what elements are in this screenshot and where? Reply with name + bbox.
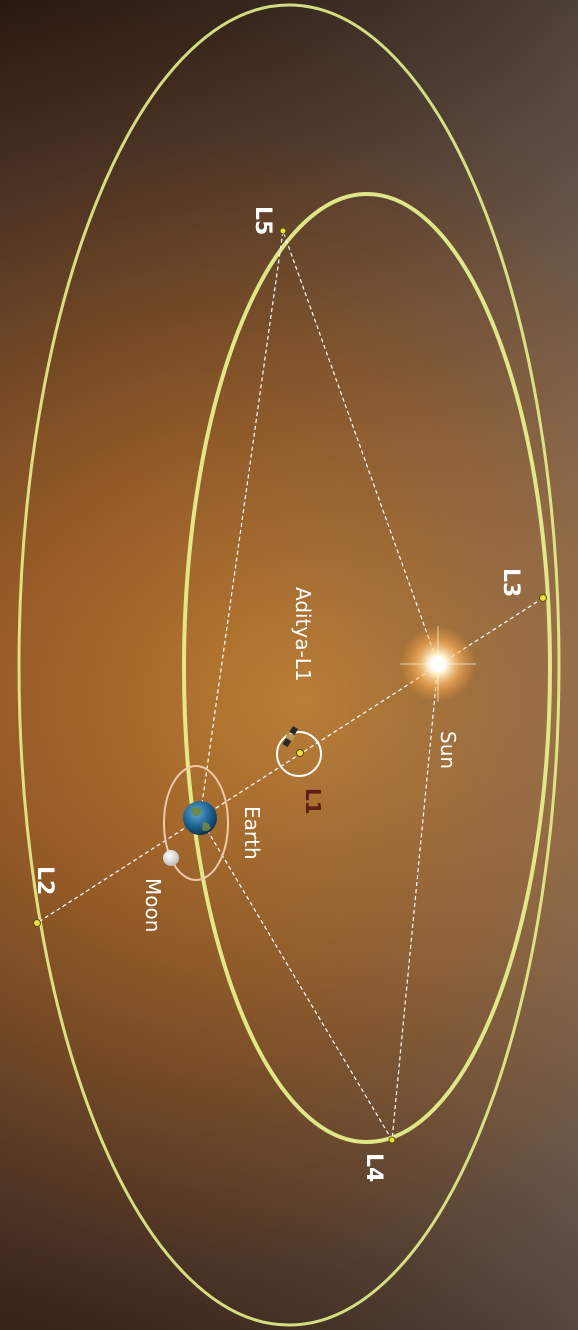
sun bbox=[400, 626, 476, 702]
l2-marker bbox=[33, 919, 41, 927]
spacecraft-label: Aditya-L1 bbox=[291, 587, 315, 682]
l5-triangle bbox=[199, 230, 439, 819]
earth-label: Earth bbox=[240, 806, 264, 860]
moon-label: Moon bbox=[141, 878, 165, 932]
sun-label: Sun bbox=[436, 731, 460, 769]
l1-halo-orbit bbox=[276, 731, 322, 777]
aditya-l1-spacecraft bbox=[282, 725, 299, 748]
l4-label: L4 bbox=[361, 1153, 386, 1182]
moon-orbit bbox=[163, 765, 229, 881]
l5-marker bbox=[279, 227, 287, 235]
l4-marker bbox=[388, 1136, 396, 1144]
earth bbox=[183, 801, 217, 835]
l2-label: L2 bbox=[32, 866, 57, 895]
l5-label: L5 bbox=[250, 206, 275, 235]
l3-marker bbox=[539, 594, 547, 602]
l3-label: L3 bbox=[498, 568, 523, 597]
l1-label: L1 bbox=[301, 788, 325, 815]
l1-marker bbox=[296, 749, 304, 757]
moon bbox=[163, 850, 179, 866]
outer-orbit bbox=[17, 3, 561, 1327]
earth-orbit bbox=[182, 192, 552, 1144]
lagrange-markers bbox=[33, 227, 547, 1144]
